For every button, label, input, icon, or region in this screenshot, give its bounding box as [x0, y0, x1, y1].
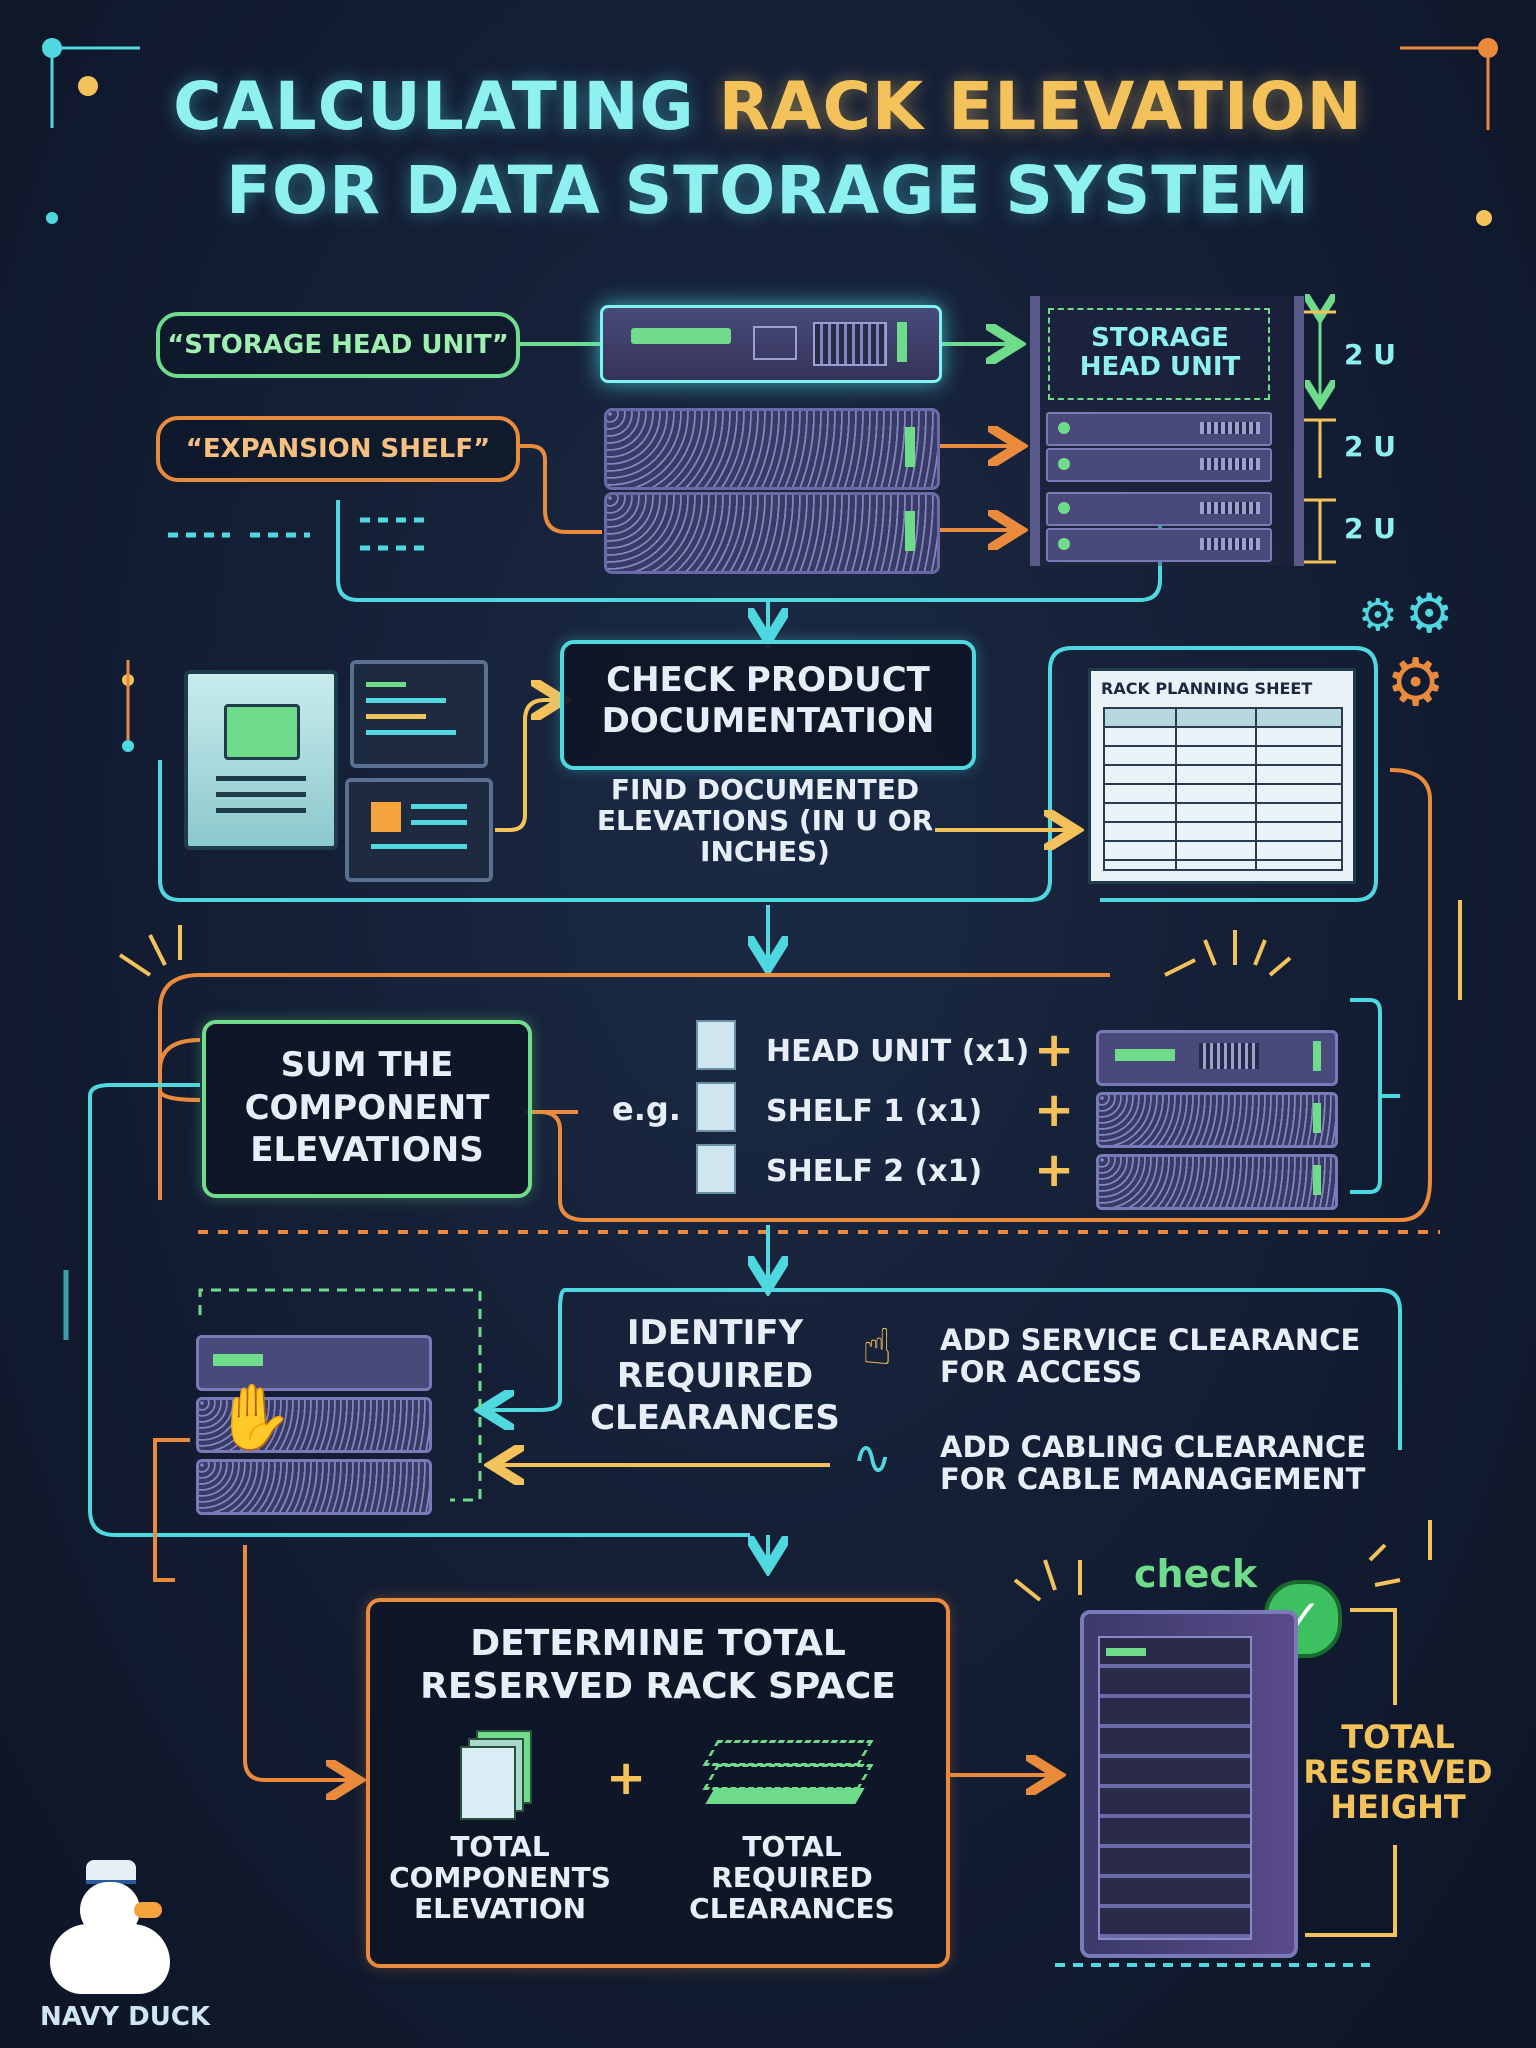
unit-label-1: 2 U [1344, 338, 1396, 371]
check-label: check [1134, 1552, 1258, 1596]
rack-diagram: STORAGE HEAD UNIT [1030, 296, 1304, 566]
cabling-clearance-text: ADD CABLING CLEARANCE FOR CABLE MANAGEME… [940, 1430, 1367, 1496]
determine-total-title: DETERMINE TOTAL RESERVED RACK SPACE [420, 1623, 896, 1708]
gear-icon: ⚙ [1405, 582, 1454, 645]
identify-clearances-title: IDENTIFY REQUIRED CLEARANCES [590, 1313, 840, 1438]
sum-item-shelf-1: SHELF 1 (x1) [766, 1094, 983, 1129]
shelf-device-small-1 [1096, 1092, 1338, 1148]
check-documentation-box: CHECK PRODUCT DOCUMENTATION [560, 640, 976, 770]
document-icon [696, 1020, 736, 1070]
identify-clearances-box: IDENTIFY REQUIRED CLEARANCES [565, 1290, 865, 1460]
expansion-shelf-pill: “EXPANSION SHELF” [156, 416, 520, 482]
find-elevations-text: FIND DOCUMENTED ELEVATIONS (IN U OR INCH… [596, 773, 934, 868]
sum-elevations-title: SUM THE COMPONENT ELEVATIONS [244, 1045, 490, 1170]
rack-planning-sheet-title: RACK PLANNING SHEET [1101, 679, 1313, 698]
sum-item-shelf-2: SHELF 2 (x1) [766, 1154, 983, 1189]
plus-sign: + [1034, 1022, 1075, 1078]
plus-sign: + [1034, 1082, 1075, 1138]
service-clearance-text: ADD SERVICE CLEARANCE FOR ACCESS [940, 1323, 1361, 1389]
expansion-shelf-device-2 [604, 492, 940, 574]
gear-icon: ⚙ [1386, 644, 1446, 721]
eg-label: e.g. [612, 1090, 681, 1128]
title-line-1: CALCULATING RACK ELEVATION [173, 68, 1363, 145]
sum-item-head-unit: HEAD UNIT (x1) [766, 1034, 1030, 1069]
sum-elevations-box: SUM THE COMPONENT ELEVATIONS [202, 1020, 532, 1198]
expansion-shelf-device-1 [604, 408, 940, 490]
unit-label-2: 2 U [1344, 430, 1396, 463]
documents-stack-icon [460, 1730, 532, 1820]
clearance-layers-icon [700, 1740, 874, 1810]
plus-sign: + [1034, 1142, 1075, 1198]
storage-head-unit-device [600, 305, 942, 383]
check-documentation-title: CHECK PRODUCT DOCUMENTATION [601, 660, 935, 741]
title-highlight: RACK ELEVATION [718, 68, 1363, 145]
document-icon [696, 1082, 736, 1132]
document-icon [696, 1144, 736, 1194]
plus-sign: + [606, 1750, 647, 1806]
book-icon [184, 670, 338, 850]
serviced-device-stack [196, 1335, 436, 1515]
gear-icon: ⚙ [1358, 590, 1398, 641]
laptop-icon [345, 778, 493, 882]
server-cabinet [1080, 1610, 1298, 1958]
total-clearances-label: TOTAL REQUIRED CLEARANCES [689, 1830, 895, 1925]
head-unit-device-small [1096, 1030, 1338, 1086]
rack-planning-sheet: RACK PLANNING SHEET [1088, 668, 1356, 884]
title-line-2: FOR DATA STORAGE SYSTEM [225, 152, 1311, 229]
shelf-device-small-2 [1096, 1154, 1338, 1210]
storage-head-unit-pill: “STORAGE HEAD UNIT” [156, 312, 520, 378]
pointer-hand-icon: ☝ [862, 1318, 893, 1376]
rack-storage-head-label: STORAGE HEAD UNIT [1079, 323, 1241, 382]
hand-icon: ✋ [214, 1381, 294, 1455]
unit-label-3: 2 U [1344, 512, 1396, 545]
code-window-icon [350, 660, 488, 768]
brand-name: NAVY DUCK [40, 2002, 211, 2032]
cable-icon: ∿ [852, 1430, 893, 1486]
total-reserved-height-label: TOTAL RESERVED HEIGHT [1303, 1718, 1493, 1827]
navy-duck-logo [40, 1860, 180, 2000]
total-components-label: TOTAL COMPONENTS ELEVATION [389, 1830, 611, 1925]
